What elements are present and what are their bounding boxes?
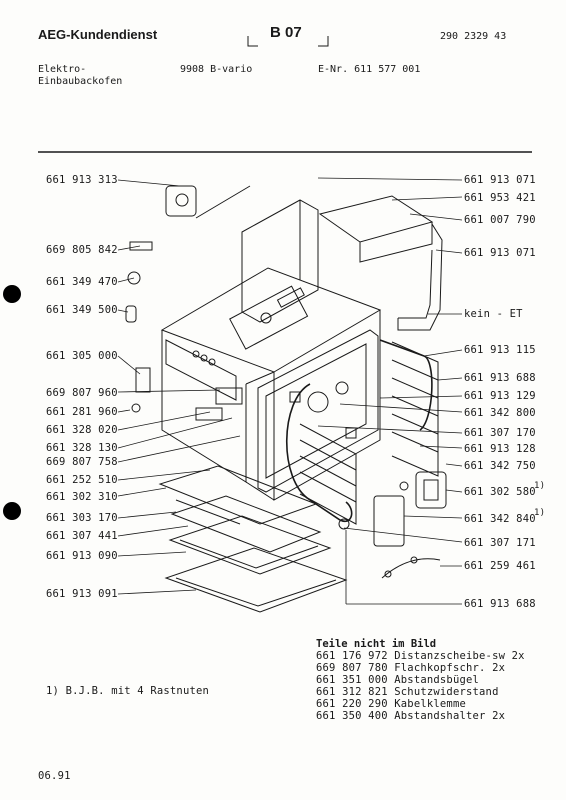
rack-guides	[391, 341, 439, 477]
part-label-left: 669 805 842	[46, 244, 118, 256]
product-type-line1: Elektro-	[38, 64, 87, 75]
part-label-left: 661 307 441	[46, 530, 118, 542]
brand-title: AEG-Kundendienst	[38, 27, 158, 42]
part-label-left: 661 252 510	[46, 474, 118, 486]
footnote-marker: 1)	[534, 508, 546, 518]
part-label-left: 661 913 313	[46, 174, 118, 186]
notes-item: 661 350 400 Abstandshalter 2x	[316, 710, 506, 722]
part-label-right: 661 342 840	[464, 513, 536, 525]
lamp-cap	[125, 305, 137, 323]
top-plate	[229, 285, 309, 350]
part-label-left: 661 913 090	[46, 550, 118, 562]
part-label-left: 661 349 500	[46, 304, 118, 316]
model-name: 9908 B-vario	[180, 64, 253, 75]
leader-lines-right	[317, 177, 463, 605]
cover-plate	[135, 367, 151, 393]
rack-guides-lower	[299, 423, 357, 525]
sheet-number: B 07	[270, 24, 302, 41]
part-label-left: 661 303 170	[46, 512, 118, 524]
part-label-left: 661 328 020	[46, 424, 118, 436]
thermostat-block	[195, 407, 223, 421]
part-label-left: 661 328 130	[46, 442, 118, 454]
part-label-right: 661 913 688	[464, 598, 536, 610]
part-label-left: 661 302 310	[46, 491, 118, 503]
bracket-mark	[247, 36, 258, 47]
part-label-left: 661 305 000	[46, 350, 118, 362]
issue-date: 06.91	[38, 770, 71, 782]
oven-cavity-frame	[257, 329, 379, 493]
part-label-right: 661 953 421	[464, 192, 536, 204]
footnote-text: 1) B.J.B. mit 4 Rastnuten	[46, 685, 210, 697]
part-label-right: 661 302 580	[464, 486, 536, 498]
lamp-socket	[127, 271, 141, 285]
part-label-right: 661 007 790	[464, 214, 536, 226]
footnote-marker: 1)	[534, 481, 546, 491]
part-label-right: 661 307 171	[464, 537, 536, 549]
screw	[131, 403, 141, 413]
notes-item: 661 176 972 Distanzscheibe-sw 2x	[316, 650, 525, 662]
heating-element	[286, 383, 353, 523]
notes-item: 661 351 000 Abstandsbügel	[316, 674, 480, 686]
part-label-right: 661 307 170	[464, 427, 536, 439]
lamp-holder	[129, 241, 153, 251]
notes-item: 661 220 290 Kabelklemme	[316, 698, 466, 710]
baking-tray	[168, 515, 332, 575]
notes-item: 669 807 780 Flachkopfschr. 2x	[316, 662, 506, 674]
oven-rack	[170, 495, 322, 553]
notes-item: 661 312 821 Schutzwiderstand	[316, 686, 499, 698]
top-heating-element	[379, 339, 433, 431]
part-label-right: 661 913 128	[464, 443, 536, 455]
e-number: E-Nr. 611 577 001	[318, 64, 421, 75]
bracket-mark	[318, 36, 329, 47]
fan-nut	[260, 312, 272, 324]
thermostat-part	[165, 185, 197, 217]
door-seal-frame	[415, 471, 447, 509]
part-label-right: kein - ET	[464, 308, 523, 320]
part-label-right: 661 259 461	[464, 560, 536, 572]
top-duct	[318, 195, 434, 243]
punch-hole	[3, 285, 21, 303]
part-label-left: 669 807 960	[46, 387, 118, 399]
part-label-right: 661 342 800	[464, 407, 536, 419]
notes-title: Teile nicht im Bild	[316, 638, 437, 650]
part-label-left: 661 913 091	[46, 588, 118, 600]
grill-rack	[164, 547, 348, 613]
part-label-left: 669 807 758	[46, 456, 118, 468]
switch-block	[215, 387, 243, 405]
leader-lines-left	[117, 179, 241, 595]
control-panel-strip	[165, 339, 237, 401]
part-label-right: 661 913 115	[464, 344, 536, 356]
part-label-left: 661 281 960	[46, 406, 118, 418]
part-label-right: 661 913 129	[464, 390, 536, 402]
part-label-right: 661 913 688	[464, 372, 536, 384]
bottom-plate	[158, 465, 318, 525]
part-label-right: 661 342 750	[464, 460, 536, 472]
wire-harness	[381, 558, 441, 579]
part-label-left: 661 349 470	[46, 276, 118, 288]
part-label-right: 661 913 071	[464, 174, 536, 186]
product-type-line2: Einbaubackofen	[38, 76, 123, 87]
fan-motor	[307, 391, 329, 413]
door-panel	[373, 495, 405, 547]
oven-front-side	[161, 330, 247, 483]
part-label-right: 661 913 071	[464, 247, 536, 259]
document-number: 290 2329 43	[440, 31, 507, 42]
punch-hole	[3, 502, 21, 520]
oven-right-side	[273, 310, 381, 501]
